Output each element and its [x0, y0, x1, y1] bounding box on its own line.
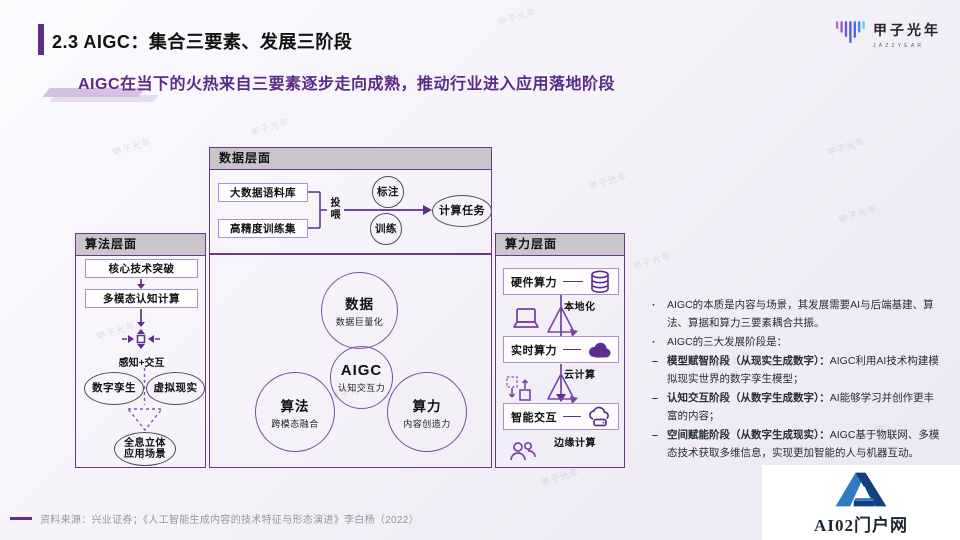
- corner-logo-name: AI02门户网: [814, 515, 908, 535]
- annotation-circle: 标注: [372, 176, 404, 208]
- note-bullet: –: [652, 392, 658, 405]
- note-item: – 认知交互阶段（从数字生成数字）：AI能够学习并创作更丰富的内容；: [652, 389, 942, 425]
- note-item: · AIGC的本质是内容与场景，其发展需要AI与后端基建、算法、算据和算力三要素…: [652, 296, 942, 332]
- intelligent-interaction-box: 智能交互: [503, 403, 619, 430]
- connector-dash: [563, 281, 583, 282]
- hardware-power-box: 硬件算力: [503, 268, 619, 295]
- edge-computing-tag: 边缘计算: [554, 438, 596, 449]
- venn-algorithm-circle: 算法 跨模态融合: [255, 372, 335, 452]
- venn-data-sublabel: 数据巨量化: [335, 317, 384, 327]
- watermark: 甲子光年: [587, 170, 629, 192]
- edge-cloud-icon: [589, 406, 609, 426]
- note-bold: 认知交互阶段（从数字生成数字）：: [667, 392, 830, 405]
- note-bullet: ·: [652, 299, 656, 311]
- holographic-scenario-ellipse: 全息立体 应用场景: [114, 432, 176, 466]
- big-data-corpus-box: 大数据语料库: [218, 183, 308, 202]
- note-text: AI能够学习并创作更丰富的内容；: [667, 392, 935, 423]
- connector-dash: [563, 349, 581, 350]
- note-bullet: –: [652, 429, 658, 442]
- laptop-icon: [511, 306, 541, 337]
- watermark: 甲子光年: [496, 6, 538, 28]
- intelligent-interaction-label: 智能交互: [511, 411, 557, 424]
- multimodal-cognitive-computing-box: 多模态认知计算: [85, 289, 198, 308]
- corner-logo-box: AI02门户网: [762, 465, 960, 540]
- holographic-line2: 应用场景: [124, 449, 166, 460]
- database-icon: [591, 269, 609, 293]
- feed-label: 投喂: [330, 198, 341, 221]
- core-tech-breakthrough-box: 核心技术突破: [85, 259, 198, 278]
- subtitle: AIGC在当下的火热来自三要素逐步走向成熟，推动行业进入应用落地阶段: [78, 76, 616, 93]
- notes-block: · AIGC的本质是内容与场景，其发展需要AI与后端基建、算法、算据和算力三要素…: [652, 296, 942, 463]
- watermark: 甲子光年: [825, 136, 867, 158]
- watermark: 甲子光年: [111, 136, 153, 158]
- source-text: 资料来源：兴业证券；《人工智能生成内容的技术特征与形态演进》李白杨（2022）: [40, 515, 419, 526]
- note-text: AIGC的三大发展阶段是：: [667, 336, 788, 349]
- venn-data-circle: 数据 数据巨量化: [321, 272, 398, 349]
- high-precision-trainset-box: 高精度训练集: [218, 219, 308, 238]
- data-layer-header: 数据层面: [210, 148, 491, 170]
- venn-power-label: 算力: [412, 398, 442, 414]
- note-bullet: –: [652, 355, 658, 368]
- watermark: 甲子光年: [631, 250, 673, 272]
- note-text: AIGC的本质是内容与场景，其发展需要AI与后端基建、算法、算据和算力三要素耦合…: [667, 299, 934, 330]
- brand-subname: JAZZYEAR: [873, 43, 925, 49]
- note-bullet: ·: [652, 336, 656, 349]
- cloud-computing-tag: 云计算: [564, 370, 596, 381]
- venn-algorithm-sublabel: 跨模态融合: [271, 418, 319, 429]
- venn-aigc-label: AIGC: [340, 361, 383, 379]
- page-title: 2.3 AIGC：集合三要素、发展三阶段: [52, 32, 353, 52]
- digital-twin-ellipse: 数字孪生: [84, 372, 144, 405]
- virtual-reality-ellipse: 虚拟现实: [146, 372, 205, 405]
- hardware-power-label: 硬件算力: [511, 276, 557, 289]
- venn-aigc-sublabel: 认知交互力: [337, 382, 386, 393]
- watermark: 甲子光年: [837, 203, 879, 225]
- training-circle: 训练: [370, 213, 402, 245]
- connector-dash: [563, 416, 581, 417]
- realtime-power-label: 实时算力: [511, 344, 557, 357]
- venn-power-sublabel: 内容创造力: [403, 418, 451, 429]
- brand-logo: 甲子光年 JAZZYEAR: [836, 20, 941, 54]
- note-text: AIGC利用AI技术构建模拟现实世界的数字孪生模型；: [667, 355, 939, 386]
- localization-tag: 本地化: [564, 302, 596, 313]
- cloud-icon: [589, 342, 611, 357]
- algorithm-layer-header: 算法层面: [76, 234, 205, 256]
- watermark: 甲子光年: [249, 116, 291, 138]
- source-accent-dash: [10, 517, 32, 520]
- brand-bars-icon: [836, 21, 865, 44]
- note-item: – 模型赋智阶段（从现实生成数字）：AIGC利用AI技术构建模拟现实世界的数字孪…: [652, 352, 942, 388]
- computing-task-ellipse: 计算任务: [432, 195, 492, 227]
- venn-aigc-circle: AIGC 认知交互力: [330, 346, 393, 409]
- brand-name: 甲子光年: [873, 22, 941, 38]
- perception-interaction-label: 感知+交互: [118, 358, 165, 369]
- venn-algorithm-label: 算法: [280, 398, 310, 414]
- note-item: – 空间赋能阶段（从数字生成现实）：AIGC基于物联网、多模态技术获取多维信息，…: [652, 426, 942, 462]
- realtime-power-box: 实时算力: [503, 336, 619, 363]
- note-bold: 空间赋能阶段（从数字生成现实）：: [667, 429, 830, 442]
- note-bold: 模型赋智阶段（从现实生成数字）：: [667, 355, 830, 368]
- ai02-logo-icon: [835, 472, 887, 506]
- venn-power-circle: 算力 内容创造力: [387, 372, 467, 452]
- title-accent-bar: [38, 24, 44, 55]
- algorithm-layer-panel: 算法层面 核心技术突破 多模态认知计算 感知+交互 数字孪生 虚拟现实 全息立体…: [75, 233, 206, 468]
- note-text: AIGC基于物联网、多模态技术获取多维信息，实现更加智能的人与机器互动。: [667, 429, 940, 460]
- data-transfer-icon: [504, 373, 534, 410]
- aigc-venn-panel: 数据 数据巨量化 算法 跨模态融合 算力 内容创造力 AIGC 认知交互力: [209, 254, 492, 468]
- power-layer-header: 算力层面: [496, 234, 624, 256]
- note-item: · AIGC的三大发展阶段是：: [652, 333, 942, 351]
- holographic-line1: 全息立体: [124, 437, 166, 449]
- data-layer-panel: 数据层面 大数据语料库 高精度训练集 投喂 标注 训练 计算任务: [209, 147, 492, 254]
- power-layer-panel: 算力层面 硬件算力 本地化 实时算力 云计算: [495, 233, 625, 468]
- users-group-icon: [508, 438, 538, 471]
- venn-data-label: 数据: [345, 297, 374, 312]
